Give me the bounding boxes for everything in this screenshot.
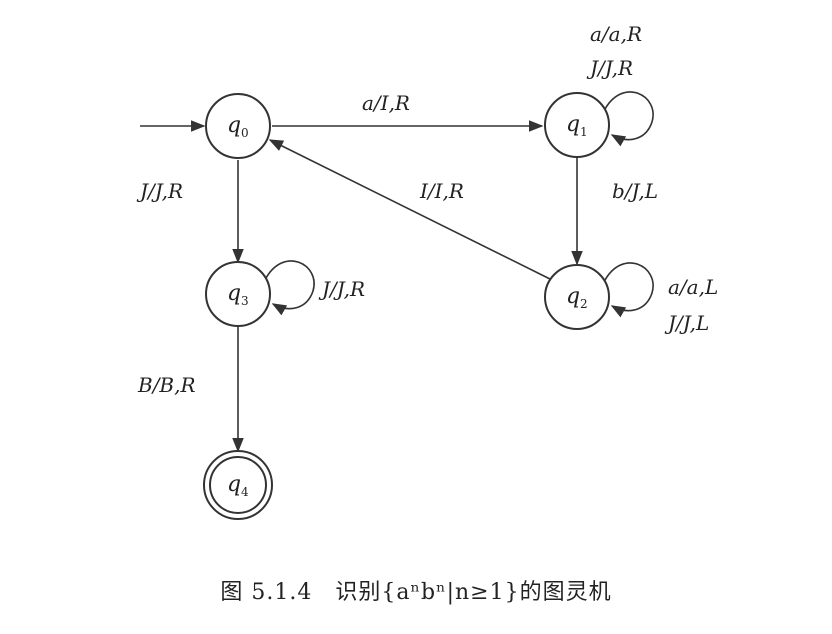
state-q3-subscript: 3 [241,294,249,308]
state-q0: q 0 [205,93,271,159]
label-q0-q1: a/I,R [362,91,410,115]
label-q2-loop-a: a/a,L [668,275,718,299]
state-q0-letter: q [227,113,241,138]
state-q2: q 2 [544,264,610,330]
figure-caption: 图 5.1.4 识别{aⁿbⁿ|n≥1}的图灵机 [220,580,612,605]
label-q1-q2: b/J,L [612,179,658,203]
state-q1-circle [544,92,610,158]
state-q1-letter: q [566,112,580,137]
state-q1: q 1 [544,92,610,158]
label-q2-loop-j: J/J,L [664,311,709,335]
loop-q1 [603,91,654,147]
state-q2-circle [544,264,610,330]
label-q1-loop-a: a/a,R [590,22,642,46]
state-q1-subscript: 1 [580,125,588,139]
state-q0-subscript: 0 [241,126,249,140]
state-q0-circle [205,93,271,159]
state-q2-letter: q [566,284,580,309]
label-q3-loop: J/J,R [318,277,365,301]
state-q4-letter: q [227,472,241,497]
state-q3: q 3 [205,261,271,327]
label-q2-q0: I/I,R [419,179,464,203]
edge-q2-q0 [268,139,553,281]
loop-q2 [603,262,654,318]
label-q1-loop-j: J/J,R [586,56,633,80]
label-q0-q3: J/J,R [136,179,183,203]
state-q4-inner-circle [209,456,267,514]
state-q4: q 4 [203,450,273,520]
loop-q3 [264,260,315,316]
state-q3-letter: q [227,281,241,306]
label-q3-q4: B/B,R [137,373,196,397]
state-q4-subscript: 4 [241,485,249,499]
state-q3-circle [205,261,271,327]
state-q2-subscript: 2 [580,297,588,311]
